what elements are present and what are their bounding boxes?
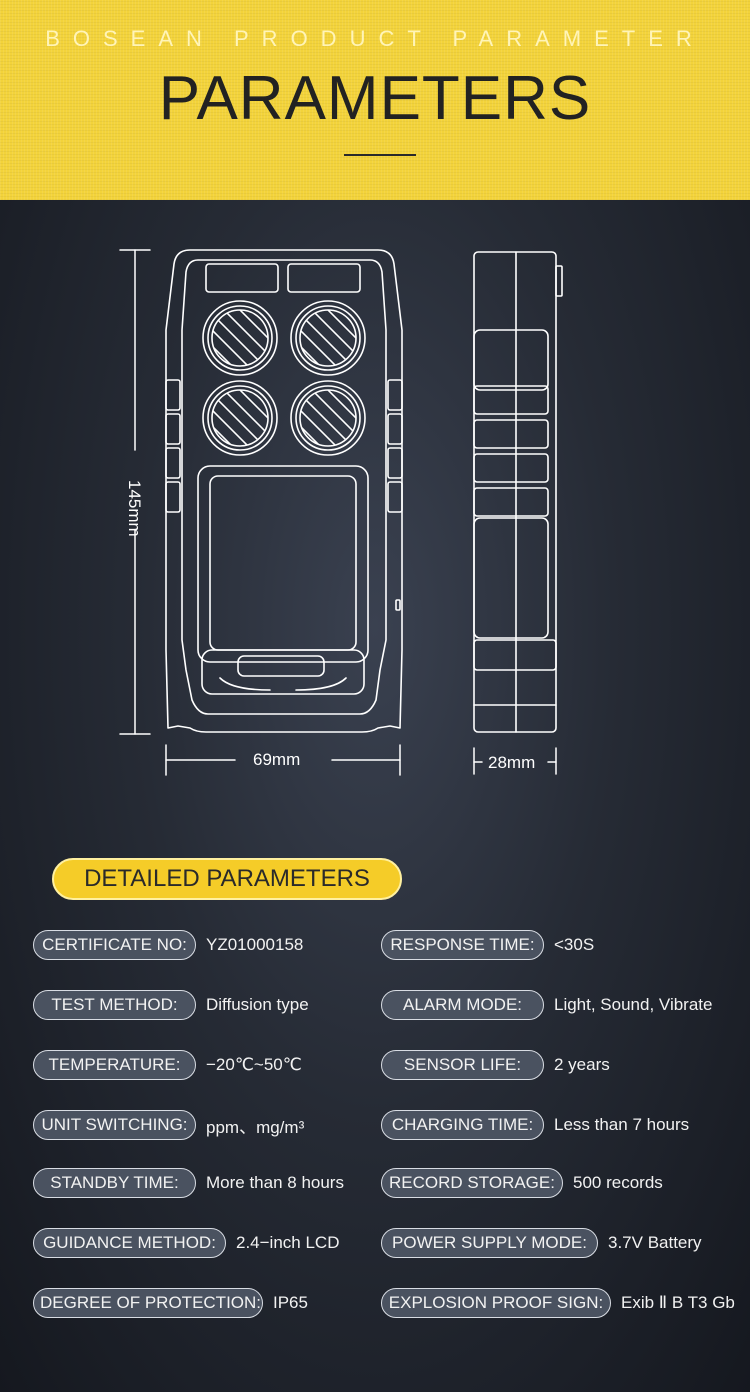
dimension-lines <box>119 249 557 776</box>
param-label: RESPONSE TIME: <box>381 930 544 960</box>
param-row: TEST METHOD: Diffusion type <box>33 990 309 1020</box>
param-row: ALARM MODE: Light, Sound, Vibrate <box>381 990 712 1020</box>
param-value: 2 years <box>554 1055 610 1074</box>
param-value: Less than 7 hours <box>554 1115 690 1134</box>
device-drawing <box>119 249 563 776</box>
param-label: CERTIFICATE NO: <box>33 930 196 960</box>
param-label: POWER SUPPLY MODE: <box>381 1228 598 1258</box>
param-label: DEGREE OF PROTECTION: <box>33 1288 263 1318</box>
param-label: EXPLOSION PROOF SIGN: <box>381 1288 611 1318</box>
param-value: More than 8 hours <box>206 1173 344 1192</box>
param-row: SENSOR LIFE: 2 years <box>381 1050 610 1080</box>
param-value: ppm、mg/m³ <box>206 1117 305 1137</box>
param-row: RESPONSE TIME: <30S <box>381 930 594 960</box>
param-label: CHARGING TIME: <box>381 1110 544 1140</box>
height-dimension-label: 145mm <box>125 480 144 537</box>
param-value: Diffusion type <box>206 995 309 1014</box>
brand-line: BOSEAN PRODUCT PARAMETER <box>45 26 705 51</box>
width-dimension-label: 69mm <box>253 750 301 769</box>
param-value: <30S <box>554 935 595 954</box>
param-row: TEMPERATURE: −20℃~50℃ <box>33 1050 302 1080</box>
param-value: Light, Sound, Vibrate <box>554 995 713 1014</box>
param-row: STANDBY TIME: More than 8 hours <box>33 1168 344 1198</box>
param-label: SENSOR LIFE: <box>381 1050 544 1080</box>
param-row: GUIDANCE METHOD: 2.4−inch LCD <box>33 1228 339 1258</box>
side-view <box>473 251 563 733</box>
depth-dimension-label: 28mm <box>488 753 536 772</box>
param-label: GUIDANCE METHOD: <box>33 1228 226 1258</box>
param-value: 2.4−inch LCD <box>236 1233 340 1252</box>
param-value: YZ01000158 <box>206 935 304 954</box>
param-label: RECORD STORAGE: <box>381 1168 563 1198</box>
param-label: ALARM MODE: <box>381 990 544 1020</box>
param-label: STANDBY TIME: <box>33 1168 196 1198</box>
param-value: IP65 <box>273 1293 308 1312</box>
param-label: TEST METHOD: <box>33 990 196 1020</box>
param-row: EXPLOSION PROOF SIGN: Exib Ⅱ B T3 Gb <box>381 1288 735 1318</box>
title-underline <box>344 154 416 156</box>
param-value: 500 records <box>573 1173 663 1192</box>
param-value: −20℃~50℃ <box>206 1055 302 1074</box>
param-label: UNIT SWITCHING: <box>33 1110 196 1140</box>
param-row: RECORD STORAGE: 500 records <box>381 1168 663 1198</box>
param-value: Exib Ⅱ B T3 Gb <box>621 1293 735 1312</box>
param-row: CERTIFICATE NO: YZ01000158 <box>33 930 303 960</box>
param-row: CHARGING TIME: Less than 7 hours <box>381 1110 689 1140</box>
header-banner: BOSEAN PRODUCT PARAMETER PARAMETERS <box>0 0 750 200</box>
param-value: 3.7V Battery <box>608 1233 702 1252</box>
param-row: POWER SUPPLY MODE: 3.7V Battery <box>381 1228 702 1258</box>
param-row: DEGREE OF PROTECTION: IP65 <box>33 1288 308 1318</box>
front-view <box>165 249 403 733</box>
page-title: PARAMETERS <box>158 64 592 133</box>
param-label: TEMPERATURE: <box>33 1050 196 1080</box>
param-row: UNIT SWITCHING: ppm、mg/m³ <box>33 1110 304 1140</box>
detailed-parameters-heading: DETAILED PARAMETERS <box>52 858 402 900</box>
